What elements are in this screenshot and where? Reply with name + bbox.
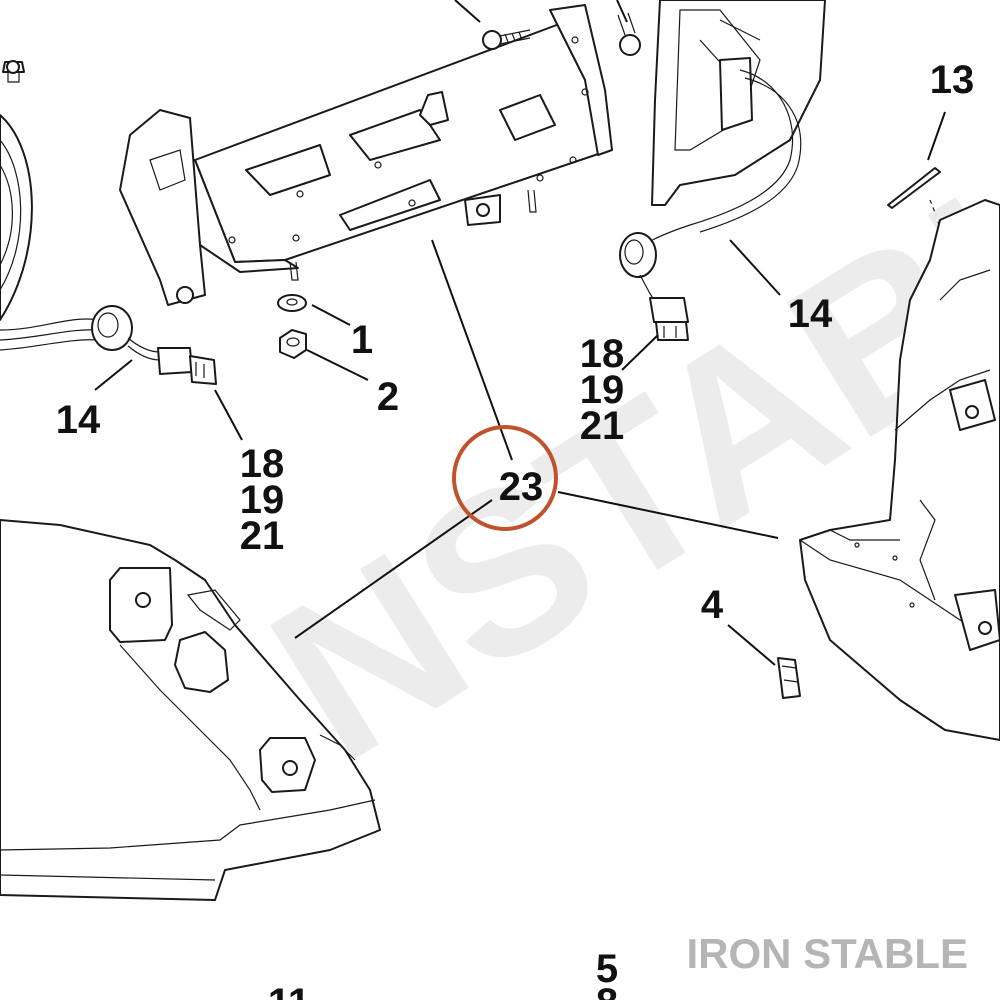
callout-11: 11: [268, 981, 310, 1000]
left-wire-harness: [0, 305, 217, 385]
left-fairing: [0, 519, 381, 901]
bracket-screw-left: [482, 29, 531, 50]
highlight-circle: [452, 425, 558, 531]
leader-lines: [94, 0, 946, 666]
callout-21-right: 21: [580, 404, 625, 448]
callout-18-right: 18: [580, 332, 625, 376]
callout-14-right: 14: [788, 292, 833, 336]
callout-5: 5: [596, 947, 618, 991]
callout-21-left: 21: [240, 514, 285, 558]
callout-2: 2: [377, 375, 399, 419]
mounting-bracket: [119, 4, 613, 306]
brand-logo-text: IRON STABLE: [686, 930, 968, 977]
right-fairing: [799, 199, 1000, 741]
callout-1: 1: [351, 318, 373, 362]
part-4-clip: [777, 657, 801, 699]
screw-top-left: [2, 60, 25, 83]
callout-13: 13: [930, 58, 975, 102]
callout-18-left: 18: [240, 442, 285, 486]
left-headlight-housing: [0, 114, 33, 321]
callout-14-left: 14: [56, 398, 101, 442]
callout-23[interactable]: 23: [499, 465, 544, 509]
callout-4: 4: [701, 583, 724, 627]
washer: [277, 294, 307, 312]
callout-8: 8: [596, 981, 618, 1000]
callout-19-left: 19: [240, 478, 285, 522]
nut: [279, 329, 307, 359]
bracket-screw-right: [617, 12, 641, 56]
right-headlight-unit: [619, 0, 826, 341]
callout-19-right: 19: [580, 368, 625, 412]
